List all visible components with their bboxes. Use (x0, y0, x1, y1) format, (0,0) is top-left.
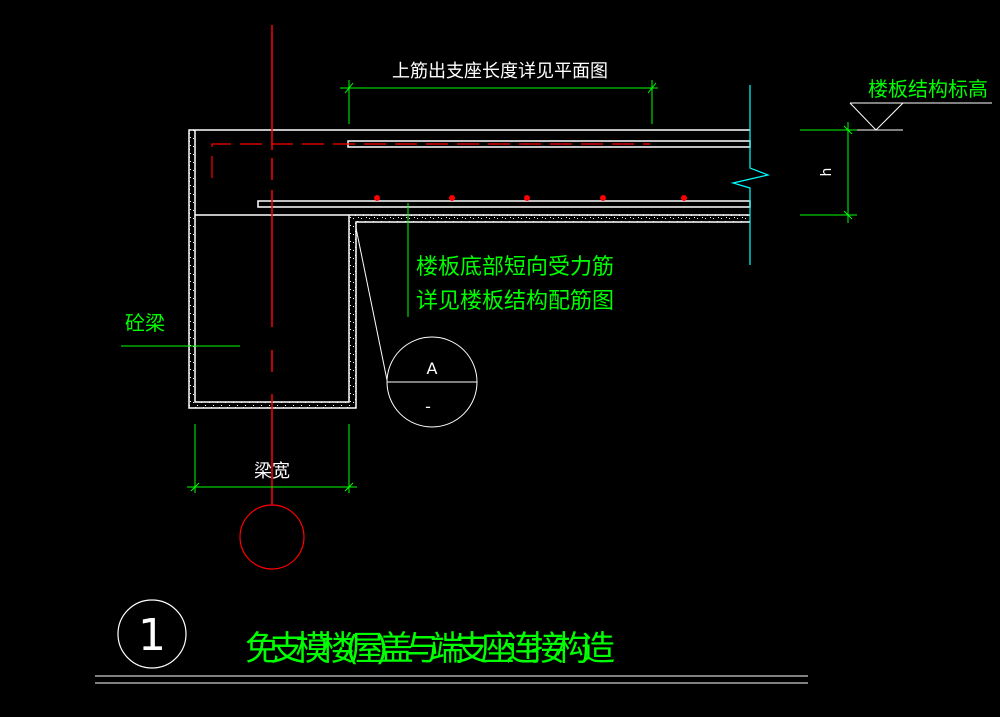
height-dimension (800, 122, 857, 223)
drawing-title: 免支模楼(屋)盖与端支座连接构造 (245, 629, 615, 669)
detail-mark: A (427, 359, 438, 378)
beam-width-dimension (187, 424, 357, 493)
drawing-number-circle (117, 599, 187, 669)
axis-bubble (239, 504, 305, 570)
height-symbol: h (819, 168, 835, 177)
drawing-number: 1 (138, 610, 166, 661)
detail-sheet: - (425, 397, 431, 416)
break-line (730, 85, 771, 265)
hidden-rebar-dashed (211, 143, 650, 178)
elevation-symbol (800, 102, 992, 131)
top-dimension (340, 80, 658, 124)
beam-width-label: 梁宽 (254, 461, 290, 482)
slab-elevation-label: 楼板结构标高 (868, 77, 988, 101)
bottom-rebar (257, 200, 751, 208)
distribution-bars (374, 195, 687, 201)
detail-leader (355, 227, 388, 381)
bottom-rebar-note-line2: 详见楼板结构配筋图 (416, 289, 614, 314)
top-rebar-note: 上筋出支座长度详见平面图 (392, 61, 608, 82)
bottom-rebar-note-line1: 楼板底部短向受力筋 (416, 255, 614, 280)
beam-label: 砼梁 (125, 311, 165, 335)
